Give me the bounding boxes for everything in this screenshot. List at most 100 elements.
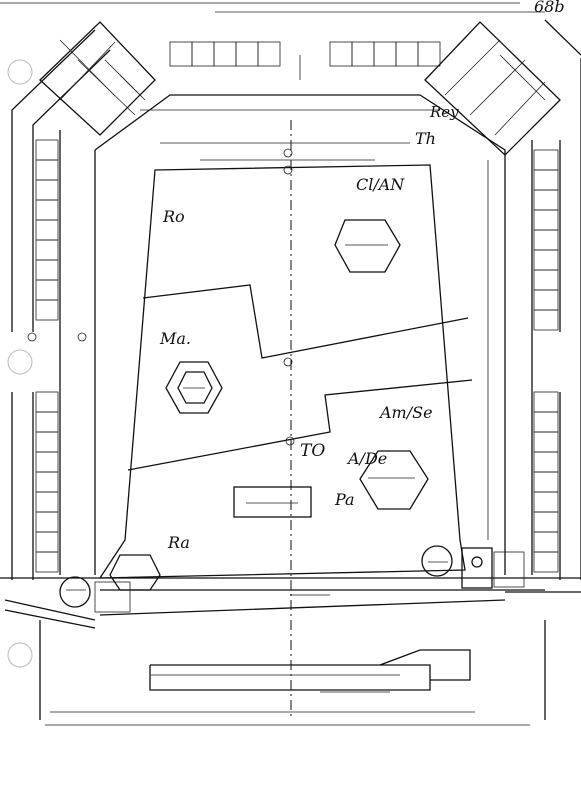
perimeter-left-upper (11, 29, 96, 332)
hexagon-fountain-inner (177, 371, 213, 404)
wing-top-right-divider (469, 59, 526, 116)
wing-top-right-outline (424, 21, 561, 156)
courtyard-boundary (98, 164, 466, 579)
zone-label-pa: Pa (334, 490, 355, 509)
room-cell (533, 431, 559, 453)
corridor-room (94, 581, 131, 613)
corner-circle (421, 545, 453, 577)
lower-building-wing (379, 649, 471, 681)
zone-label-cl-an: Cl/AN (356, 175, 405, 194)
room-cell (35, 551, 59, 573)
room-cell (35, 239, 59, 261)
axis-marker (285, 436, 295, 446)
room-cell (533, 531, 559, 553)
perimeter-right-top (544, 19, 581, 56)
room-cell (35, 219, 59, 241)
room-cell (373, 41, 397, 67)
dimension-line (119, 74, 141, 96)
room-cell (351, 41, 375, 67)
divider-ro-ma (142, 284, 469, 359)
wing-top-left-divider (59, 41, 116, 101)
room-cell (35, 491, 59, 513)
binder-holes (7, 59, 33, 668)
room-cell (533, 269, 559, 291)
rooms-left-lower (35, 391, 59, 573)
room-cell (35, 259, 59, 281)
zone-labels: Ro Cl/AN Ma. Am/Se TO A/De Pa Ra Rey Th (159, 103, 459, 552)
rooms-top (169, 41, 441, 67)
room-cell (329, 41, 353, 67)
room-cell (533, 169, 559, 191)
corner-circle (59, 576, 91, 608)
corner-hexagon (109, 554, 161, 591)
lower-structure (39, 620, 546, 720)
zone-label-a-de: A/De (346, 449, 387, 468)
room-cell (533, 309, 559, 331)
hexagon-fountain (334, 219, 401, 273)
building-perimeter (11, 19, 581, 580)
room-cell (35, 199, 59, 221)
rooms-right-upper (533, 149, 559, 331)
divider-ma-ra (127, 379, 473, 471)
hexagon-fountain (359, 450, 429, 510)
axis-marker (283, 148, 293, 158)
inner-wall-right (94, 94, 506, 575)
room-cell (35, 299, 59, 321)
perimeter-left-upper-inner (32, 49, 111, 332)
zone-label-th: Th (415, 129, 436, 148)
room-cell (35, 391, 59, 413)
wing-top-left-divider (59, 39, 116, 97)
zone-label-rey: Rey (429, 103, 459, 121)
street-edge (4, 599, 96, 621)
corner-feature-bottom-right (421, 545, 493, 589)
zone-label-ro: Ro (162, 207, 185, 226)
corridor-room (493, 551, 525, 588)
room-cell (395, 41, 419, 67)
lower-building-outline (149, 664, 431, 691)
wing-top-right-divider (499, 54, 546, 101)
zone-label-am-se: Am/Se (378, 403, 433, 422)
hexagon-fountain-outer (165, 361, 223, 414)
rectangular-feature (233, 486, 312, 518)
zone-label-ra: Ra (167, 533, 190, 552)
room-cell (533, 289, 559, 311)
rooms-left-upper (35, 139, 59, 321)
room-cell (213, 41, 237, 67)
room-cell (533, 511, 559, 533)
room-cell (533, 391, 559, 413)
room-cell (35, 179, 59, 201)
corridor-line (99, 599, 506, 616)
courtyard-garden (98, 164, 473, 579)
dimension-lines (45, 55, 530, 726)
page-number: 68b (534, 0, 565, 16)
room-cell (533, 451, 559, 473)
fountain-lower-right (359, 450, 429, 510)
room-cell (533, 471, 559, 493)
room-cell (169, 41, 193, 67)
room-cell (533, 229, 559, 251)
zone-label-to: TO (300, 441, 325, 461)
axis-marker (283, 165, 293, 175)
bottom-corridor (0, 551, 581, 629)
zone-label-ma: Ma. (159, 329, 191, 348)
binder-hole-middle (7, 349, 33, 375)
room-cell (533, 491, 559, 513)
wing-top-right (424, 21, 561, 156)
room-cell (235, 41, 259, 67)
rooms-right-lower (533, 391, 559, 573)
corner-box (461, 547, 493, 589)
axis-marker (77, 332, 87, 342)
room-cell (533, 411, 559, 433)
axis-marker (27, 332, 37, 342)
room-cell (257, 41, 281, 67)
room-cell (35, 431, 59, 453)
room-cell (35, 411, 59, 433)
room-cell (533, 149, 559, 171)
room-cell (533, 249, 559, 271)
room-cell (35, 451, 59, 473)
room-cell (533, 551, 559, 573)
room-cell (35, 531, 59, 553)
fountain-middle-left (165, 361, 223, 414)
wing-top-right-divider (444, 39, 501, 96)
wing-top-left-outline (39, 21, 156, 136)
